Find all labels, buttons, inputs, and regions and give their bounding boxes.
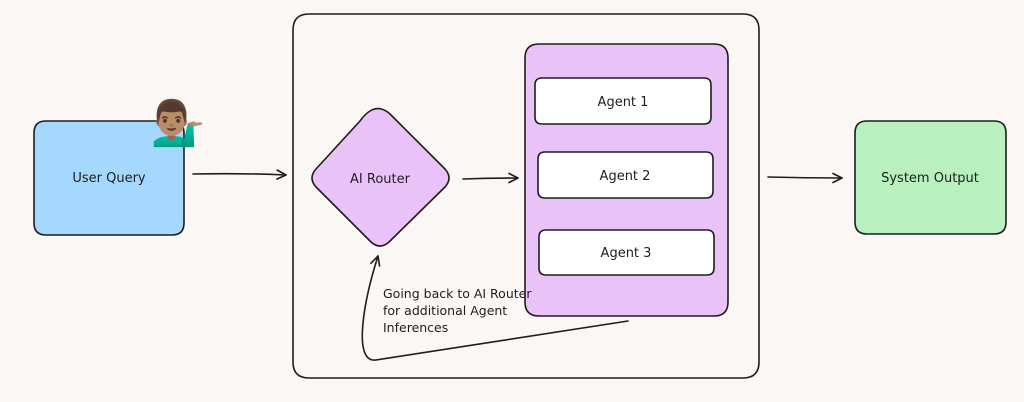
arrow-agents-to-output — [767, 172, 843, 184]
agent-2-card: Agent 2 — [537, 151, 714, 199]
system-output-box — [854, 120, 1007, 235]
agent-3-box — [538, 229, 715, 276]
agent-3-label: Agent 3 — [601, 246, 652, 261]
arrow-feedback-to-router — [361, 255, 629, 361]
system-output-node: System Output — [854, 120, 1007, 235]
feedback-note-line-2: for additional Agent — [383, 303, 507, 318]
feedback-note-line-1: Going back to AI Router — [383, 286, 532, 301]
feedback-note-line-3: Inferences — [383, 320, 448, 335]
agent-1-card: Agent 1 — [534, 77, 712, 125]
person-tipping-hand-icon: 💁🏽‍♂️ — [151, 98, 206, 149]
user-query-box — [33, 120, 185, 236]
ai-router-diamond — [311, 107, 450, 247]
feedback-note: Going back to AI Router for additional A… — [383, 286, 535, 335]
agent-3-card: Agent 3 — [538, 229, 715, 276]
agent-1-label: Agent 1 — [598, 95, 649, 110]
user-query-node: User Query — [33, 120, 185, 236]
ai-router-label: AI Router — [350, 172, 411, 187]
agent-2-label: Agent 2 — [600, 169, 651, 184]
arrow-query-to-router — [192, 169, 287, 180]
agent-2-box — [537, 151, 714, 199]
arrow-router-to-agents — [462, 172, 519, 184]
system-output-label: System Output — [881, 171, 979, 186]
orchestrator-container — [292, 13, 760, 379]
ai-router-node: AI Router — [311, 107, 450, 247]
user-query-label: User Query — [72, 171, 146, 186]
agent-1-box — [534, 77, 712, 125]
